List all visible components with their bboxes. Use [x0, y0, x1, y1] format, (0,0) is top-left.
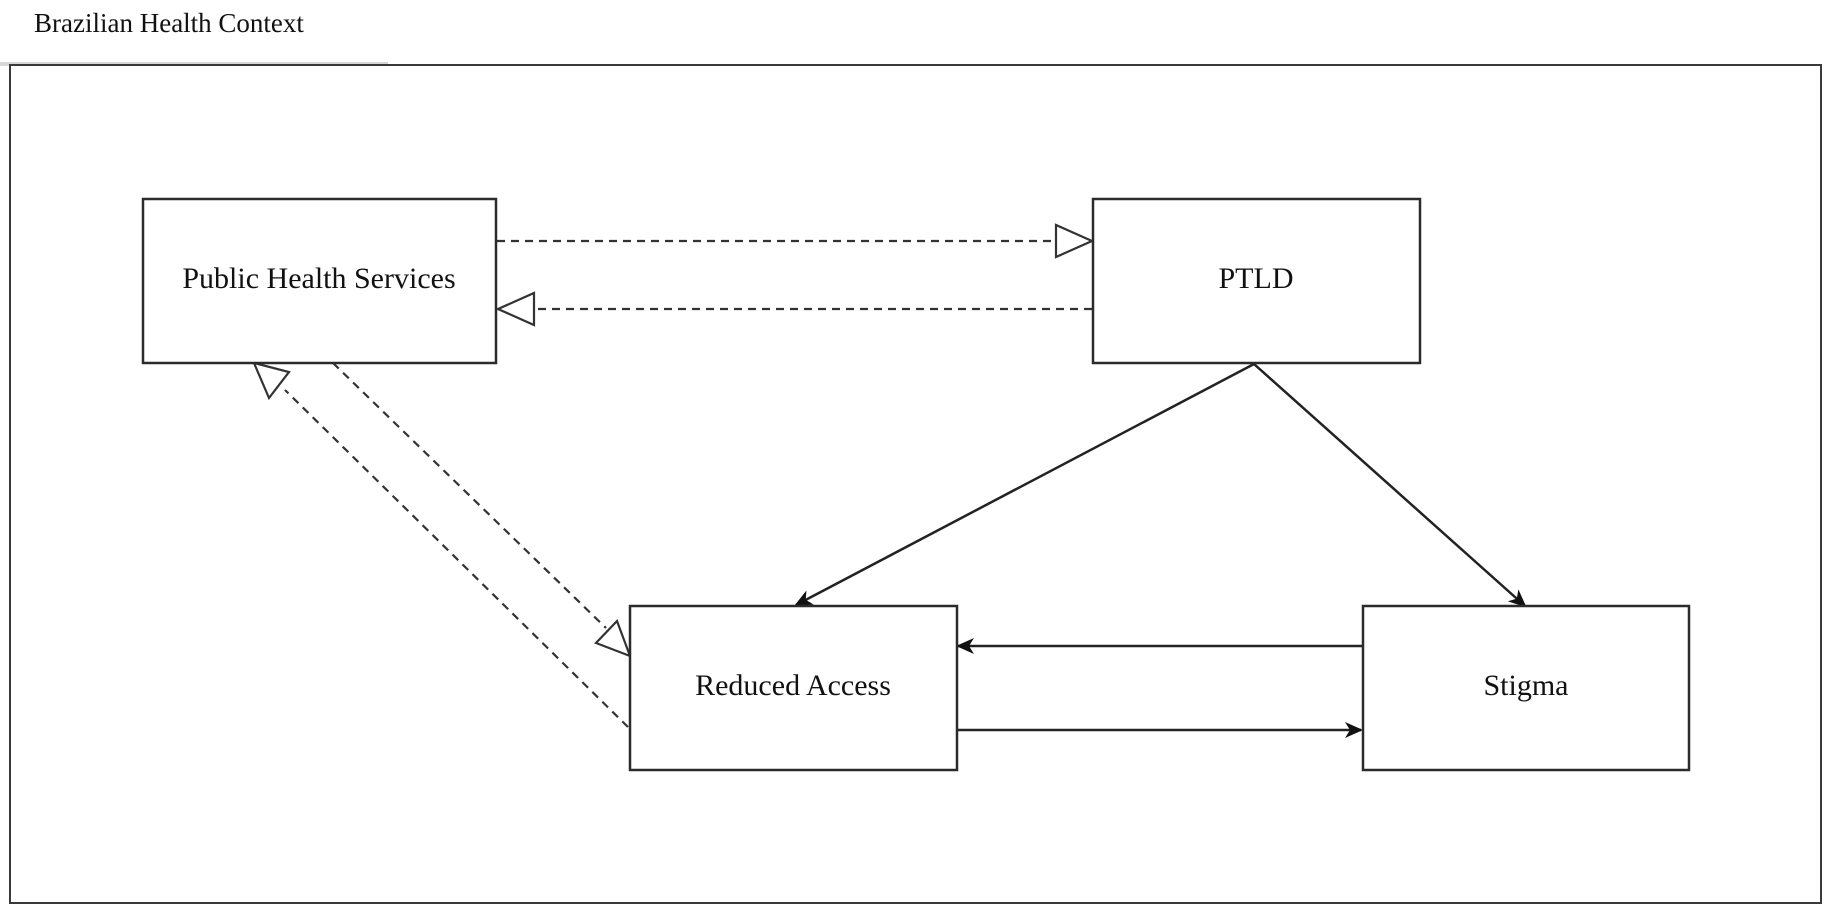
edge-phs-to-ptld [497, 223, 1095, 259]
node-public-health-services: Public Health Services [141, 197, 498, 365]
node-label-ptld: PTLD [1219, 262, 1294, 295]
hollow-arrowhead-icon [1054, 223, 1095, 259]
hollow-arrowhead-icon [252, 361, 291, 401]
edge-reduced-access-to-phs [252, 361, 629, 728]
context-title: Brazilian Health Context [34, 8, 304, 38]
node-label-public-health-services: Public Health Services [182, 262, 455, 295]
hollow-arrowhead-icon [495, 291, 536, 327]
node-label-reduced-access: Reduced Access [695, 669, 891, 702]
edge-ptld-to-stigma [1253, 363, 1527, 608]
edge-phs-to-reduced-access [332, 362, 632, 658]
hollow-arrowhead-icon [594, 618, 632, 658]
node-ptld: PTLD [1091, 197, 1422, 365]
edge-ptld-to-phs [495, 291, 1092, 327]
edge-ptld-to-reduced-access [794, 362, 1255, 607]
node-stigma: Stigma [1361, 604, 1691, 772]
node-reduced-access: Reduced Access [628, 604, 959, 772]
node-label-stigma: Stigma [1483, 669, 1568, 702]
context-frame [9, 64, 1822, 904]
